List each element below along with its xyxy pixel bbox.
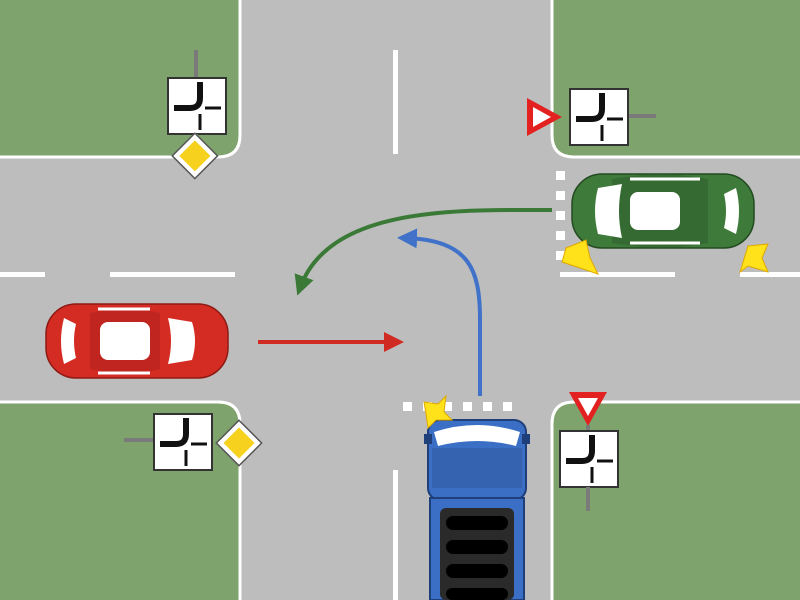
- main-road-bends-icon: [566, 435, 613, 483]
- main-road-bends-icon: [174, 82, 221, 130]
- priority-road-icon: [171, 132, 219, 180]
- yield-icon: [527, 98, 562, 136]
- yield-line-east: [556, 171, 565, 260]
- sign-nw: [167, 50, 227, 180]
- green-car-left-blinker-front: [561, 239, 599, 275]
- main-road-bends-icon: [576, 93, 623, 141]
- main-road-bends-icon: [160, 418, 207, 466]
- red-car: [45, 303, 229, 379]
- sign-se: [559, 392, 619, 511]
- blue-truck-left-blinker: [423, 394, 454, 430]
- green-car: [571, 173, 755, 249]
- lane-markings: [0, 50, 800, 600]
- blue-truck: [424, 419, 530, 600]
- green-car-path-arrow: [294, 207, 553, 296]
- yield-icon: [569, 392, 607, 426]
- sign-ne: [527, 88, 656, 146]
- green-car-left-blinker-rear: [739, 243, 769, 274]
- sign-sw: [124, 413, 263, 471]
- priority-road-icon: [215, 419, 263, 467]
- blue-truck-path-arrow: [397, 228, 482, 396]
